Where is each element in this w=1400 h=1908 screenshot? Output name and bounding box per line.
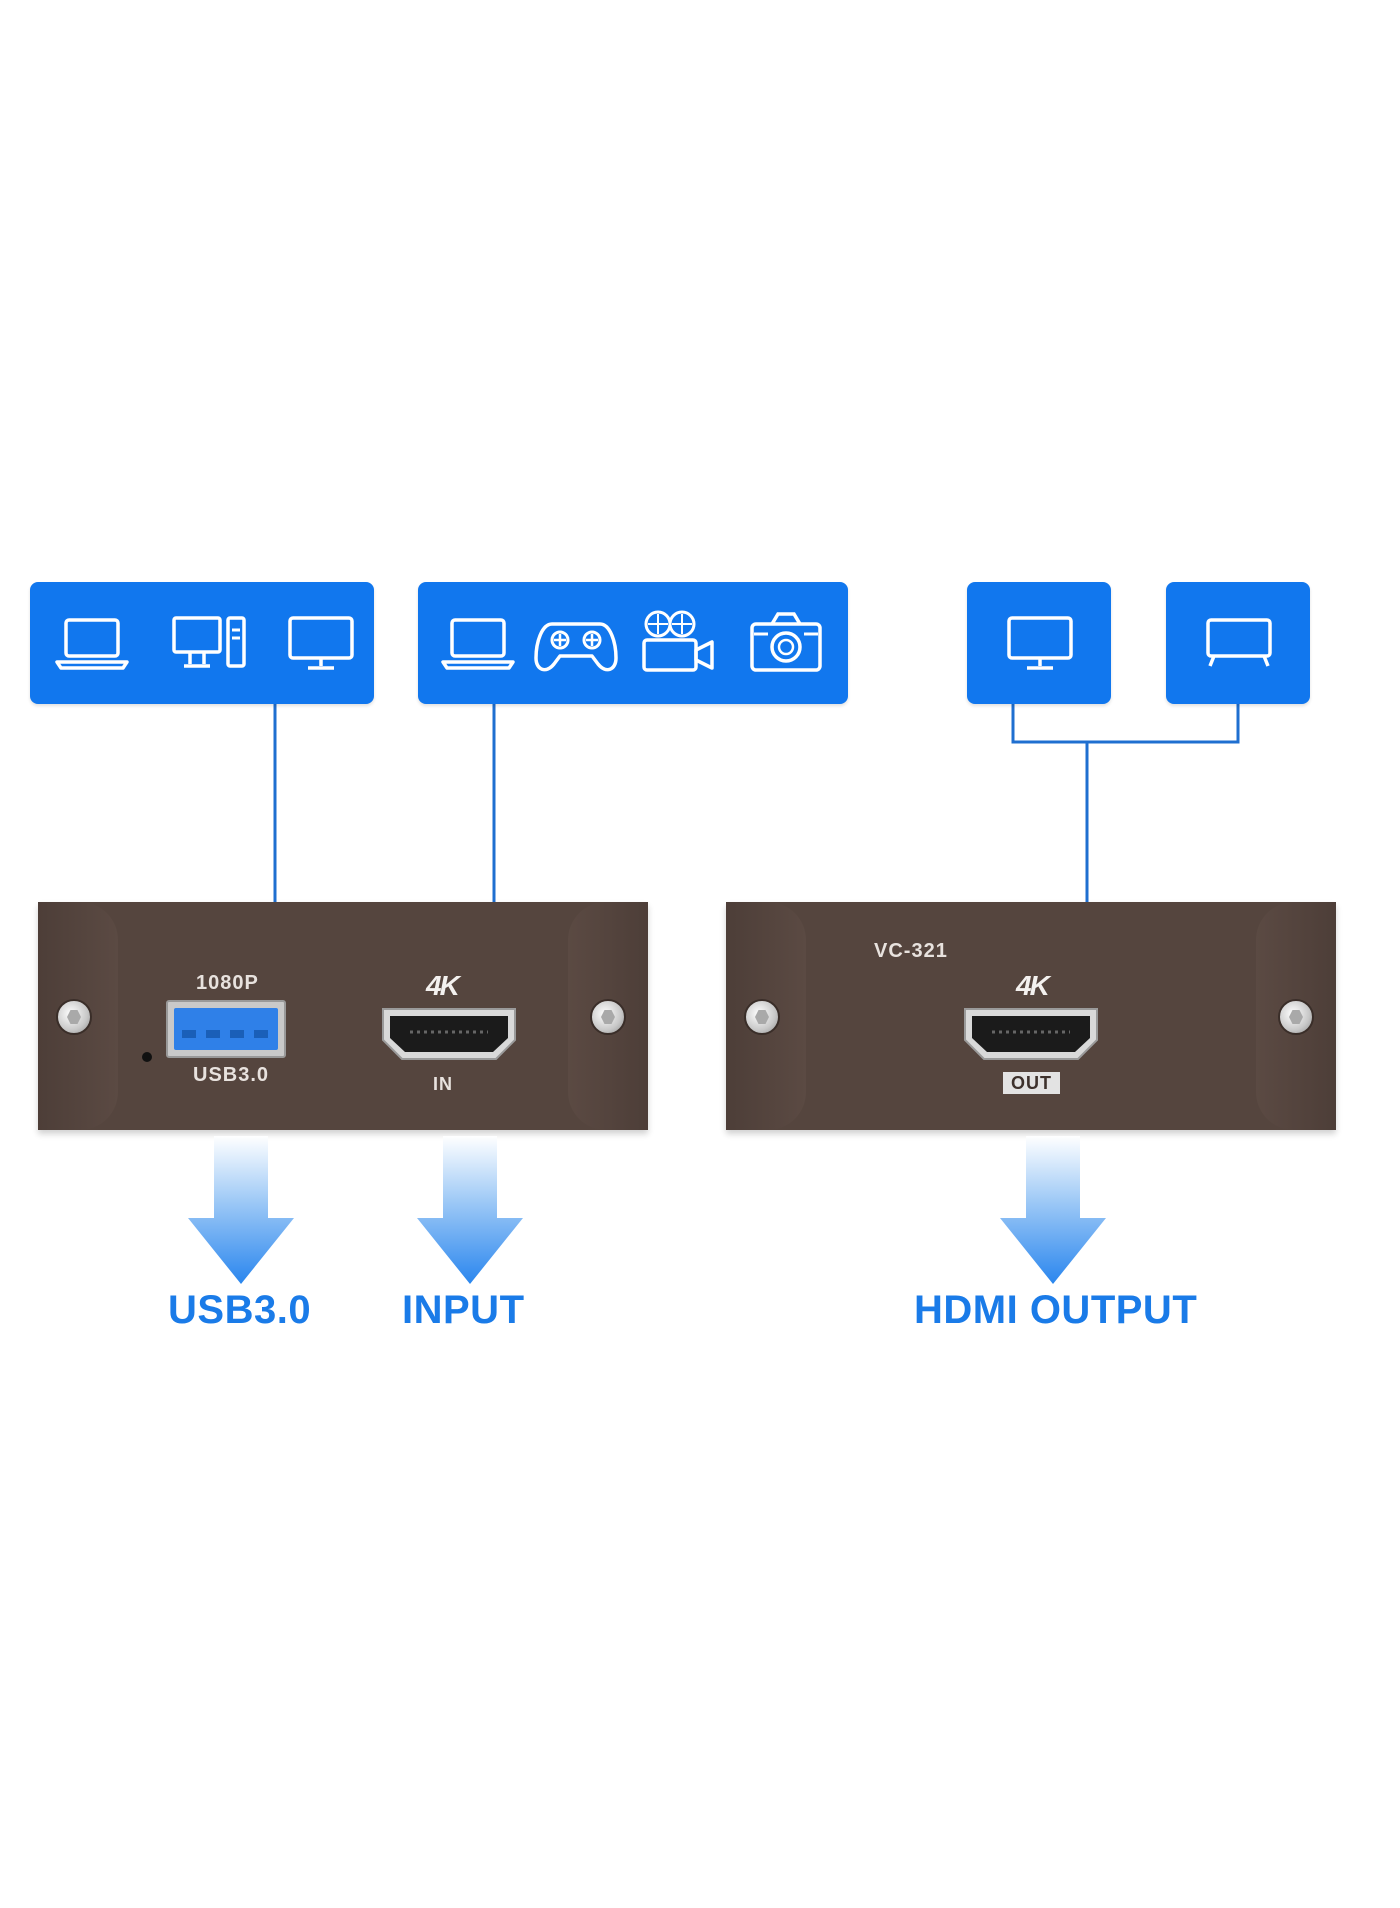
hdmi-in-port — [382, 1008, 516, 1060]
hdmi-in-label: IN — [433, 1074, 453, 1094]
monitor-icon — [1007, 616, 1073, 670]
input-label: INPUT — [402, 1288, 525, 1332]
gamepad-icon — [534, 622, 618, 672]
hdmi-in-4k-badge: 4K — [426, 970, 460, 1001]
monitor-icon — [288, 616, 354, 670]
model-number-label: VC-321 — [874, 940, 948, 962]
output-split-line — [1011, 700, 1240, 744]
usb-resolution-label: 1080P — [196, 972, 259, 994]
input-down-arrow — [417, 1136, 523, 1284]
usb3-port — [166, 1000, 286, 1058]
usb-source-devices-box — [30, 582, 374, 704]
capture-card-input-side: 1080P USB3.0 4K IN — [38, 902, 648, 1130]
hdmi-source-devices-box — [418, 582, 848, 704]
usb-label: USB3.0 — [168, 1288, 312, 1332]
usb-port-label: USB3.0 — [193, 1064, 270, 1086]
left-screw — [744, 999, 780, 1035]
hdmi-out-label: OUT — [1003, 1072, 1060, 1094]
tv-icon — [1206, 618, 1272, 667]
desktop-pc-icon — [172, 616, 246, 668]
capture-card-output-side: VC-321 4K OUT — [726, 902, 1336, 1130]
laptop-icon — [441, 618, 515, 670]
video-camera-icon — [642, 610, 714, 672]
left-screw — [56, 999, 92, 1035]
laptop-icon — [55, 618, 129, 670]
hdmi-output-label: HDMI OUTPUT — [914, 1288, 1198, 1332]
hdmi-out-4k-badge: 4K — [1016, 970, 1050, 1001]
camera-icon — [750, 612, 822, 672]
output-monitor-box — [967, 582, 1111, 704]
right-screw — [590, 999, 626, 1035]
output-tv-box — [1166, 582, 1310, 704]
right-screw — [1278, 999, 1314, 1035]
hdmi-out-port — [964, 1008, 1098, 1060]
hdmi-output-down-arrow — [1000, 1136, 1106, 1284]
status-led — [142, 1052, 152, 1062]
usb-down-arrow — [188, 1136, 294, 1284]
